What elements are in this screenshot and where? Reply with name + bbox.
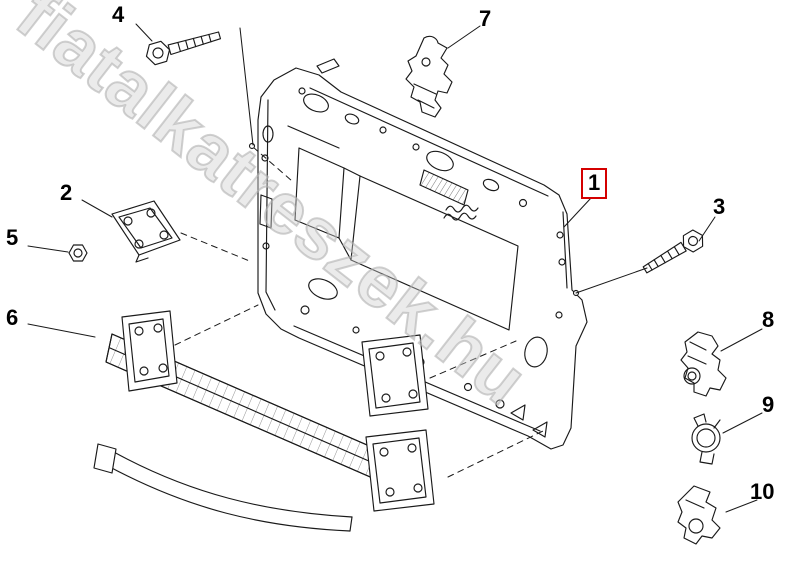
callout-5[interactable]: 5: [6, 225, 19, 250]
clip-part-10: [677, 485, 721, 545]
callout-6[interactable]: 6: [6, 305, 19, 330]
callout-2[interactable]: 2: [60, 180, 73, 205]
clip-part-8: [680, 331, 727, 397]
clip-part-9: [691, 413, 721, 465]
assembly-dashed-lines: [174, 146, 544, 478]
callout-10[interactable]: 10: [750, 479, 775, 504]
leader-lines: [27, 23, 763, 513]
front-panel-part-1: [257, 58, 588, 450]
bolt-part-3: [642, 229, 704, 274]
bumper-beam-part-6: [93, 310, 435, 532]
callout-1[interactable]: 1: [581, 168, 608, 199]
callout-8[interactable]: 8: [762, 307, 775, 332]
callout-4[interactable]: 4: [112, 2, 125, 27]
callout-9[interactable]: 9: [762, 392, 775, 417]
nut-part-5: [68, 244, 88, 262]
callout-3[interactable]: 3: [713, 194, 726, 219]
bolt-part-4: [145, 31, 222, 66]
callout-7[interactable]: 7: [479, 6, 492, 31]
mounting-bracket-part-2: [111, 200, 181, 263]
bracket-part-7: [405, 35, 453, 118]
